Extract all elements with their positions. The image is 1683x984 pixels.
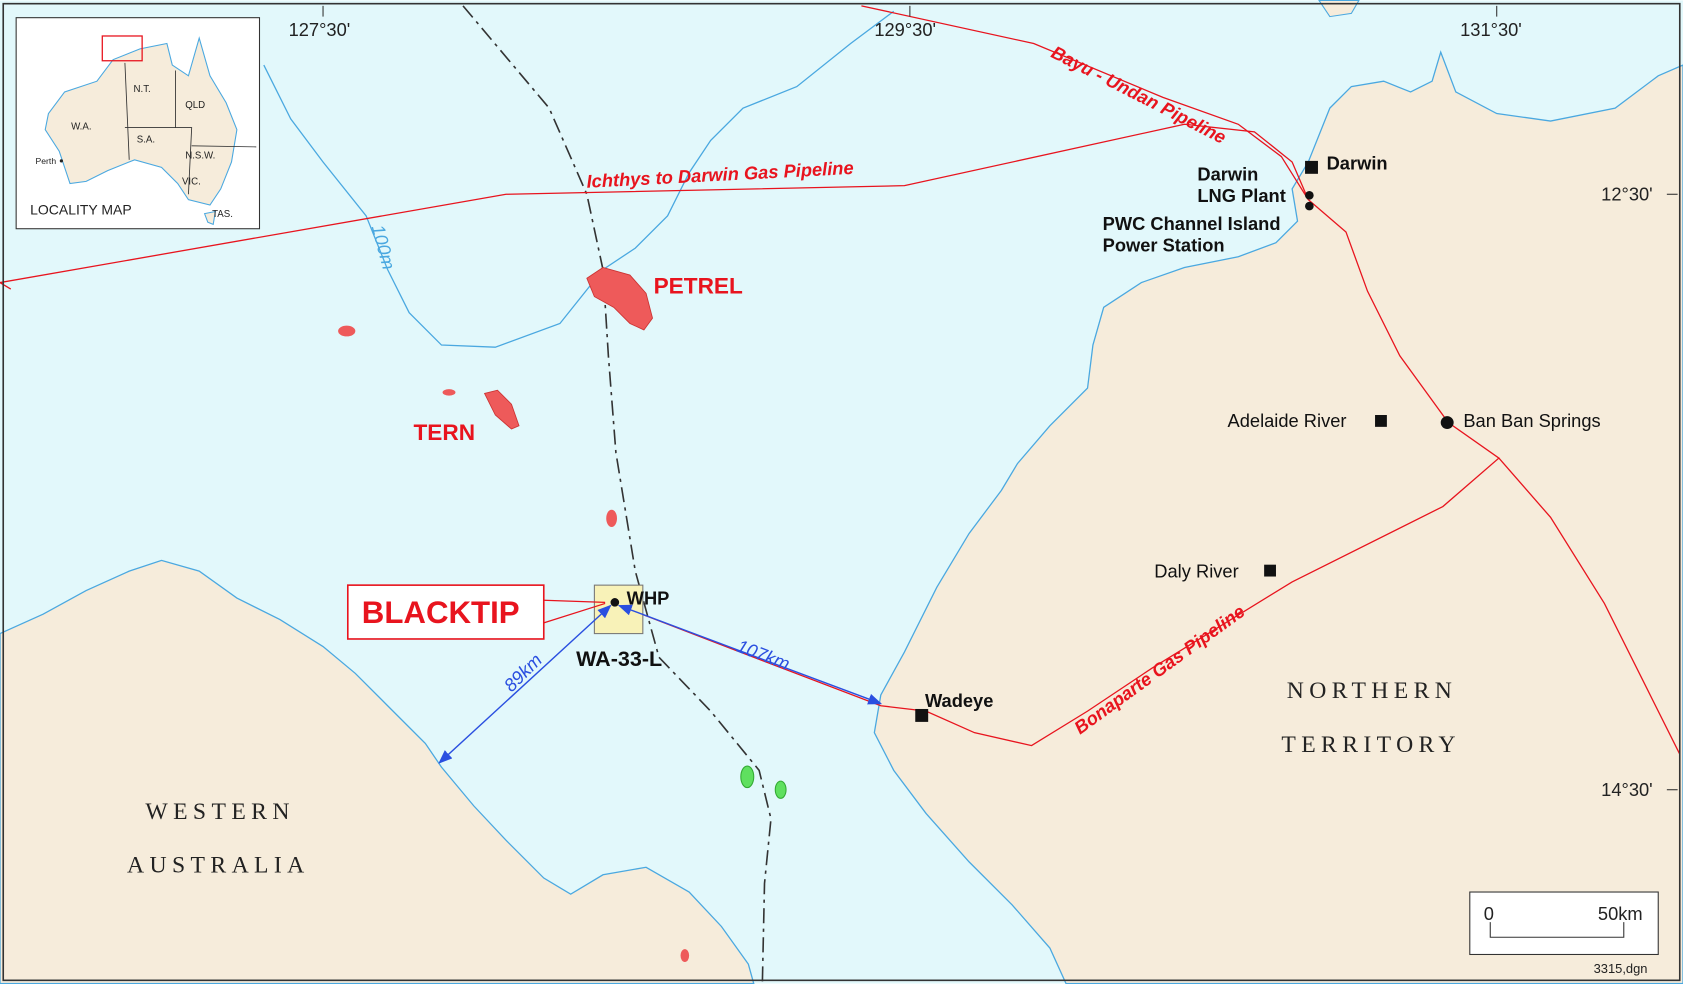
small-field [338,325,356,337]
state-wa: W.A. [71,122,91,133]
state-sa: S.A. [137,135,155,146]
longitude-label: 127°30' [289,19,351,40]
perth-marker [59,159,63,163]
wa-label-2: AUSTRALIA [127,853,310,879]
scale-start-label: 0 [1484,903,1494,924]
oil-field [740,765,755,789]
state-vic: VIC. [182,177,201,188]
state-nt: N.T. [134,84,151,95]
petrel-label: PETREL [654,273,743,298]
whp-label: WHP [627,588,670,609]
power-station-marker [1305,201,1314,211]
perth-label: Perth [36,156,57,166]
bayu-undan-pipeline [861,5,1309,200]
bonaparte-pipeline [613,199,1500,747]
darwin-marker [1305,160,1318,174]
ban-ban-springs-label: Ban Ban Springs [1463,410,1600,431]
whp-marker [610,598,620,607]
wadeye-marker [915,708,929,722]
state-nsw: N.S.W. [185,151,215,162]
latitude-label: 14°30' [1601,779,1653,800]
ichthys-pipeline [0,123,1309,284]
pipeline-west [0,282,12,290]
bathymetry-contour-100m [263,10,895,348]
locality-highlight-box [101,35,143,62]
adelaide-river-marker [1375,415,1387,427]
small-field [442,389,456,396]
scale-bar-box [1469,891,1659,956]
australia-outline [44,36,238,206]
distance-arrow-wadeye [617,604,883,705]
scale-end-label: 50km [1598,903,1643,924]
darwin-label: Darwin [1327,153,1388,174]
small-field [606,509,617,527]
lng-plant-label-1: Darwin [1197,163,1258,184]
lng-plant-marker [1305,191,1314,200]
locality-map-inset: W.A. N.T. QLD S.A. N.S.W. VIC. TAS. Pert… [15,17,261,230]
lng-plant-label-2: LNG Plant [1197,185,1285,206]
power-station-label-1: PWC Channel Island [1103,213,1281,234]
tern-field [483,389,520,430]
blacktip-label: BLACKTIP [362,595,520,630]
daly-river-label: Daly River [1154,561,1238,582]
permit-label: WA-33-L [576,647,662,671]
longitude-label: 131°30' [1460,19,1522,40]
western-australia-land [0,559,755,984]
tern-label: TERN [413,420,475,445]
oil-field [774,780,787,799]
nt-label-2: TERRITORY [1281,732,1461,758]
northern-territory-land [873,50,1683,984]
longitude-label: 129°30' [874,19,936,40]
adelaide-river-label: Adelaide River [1228,410,1347,431]
tasmania-outline [203,210,217,226]
wadeye-label: Wadeye [925,690,993,711]
pipeline-branch [1498,457,1681,755]
wa-label-1: WESTERN [145,799,294,825]
scale-bar [1489,922,1625,938]
latitude-label: 12°30' [1601,184,1653,205]
state-qld: QLD [185,100,205,111]
file-reference: 3315,dgn [1594,961,1648,976]
daly-river-marker [1264,564,1276,577]
nt-label-1: NORTHERN [1287,678,1458,704]
small-field [680,949,690,963]
distance-arrow-wa [438,604,612,764]
state-borders [124,62,257,195]
locality-map-title: LOCALITY MAP [30,202,132,218]
state-tas: TAS. [212,209,233,220]
power-station-label-2: Power Station [1103,234,1225,255]
ban-ban-springs-marker [1440,416,1454,430]
petrel-field [586,267,653,331]
